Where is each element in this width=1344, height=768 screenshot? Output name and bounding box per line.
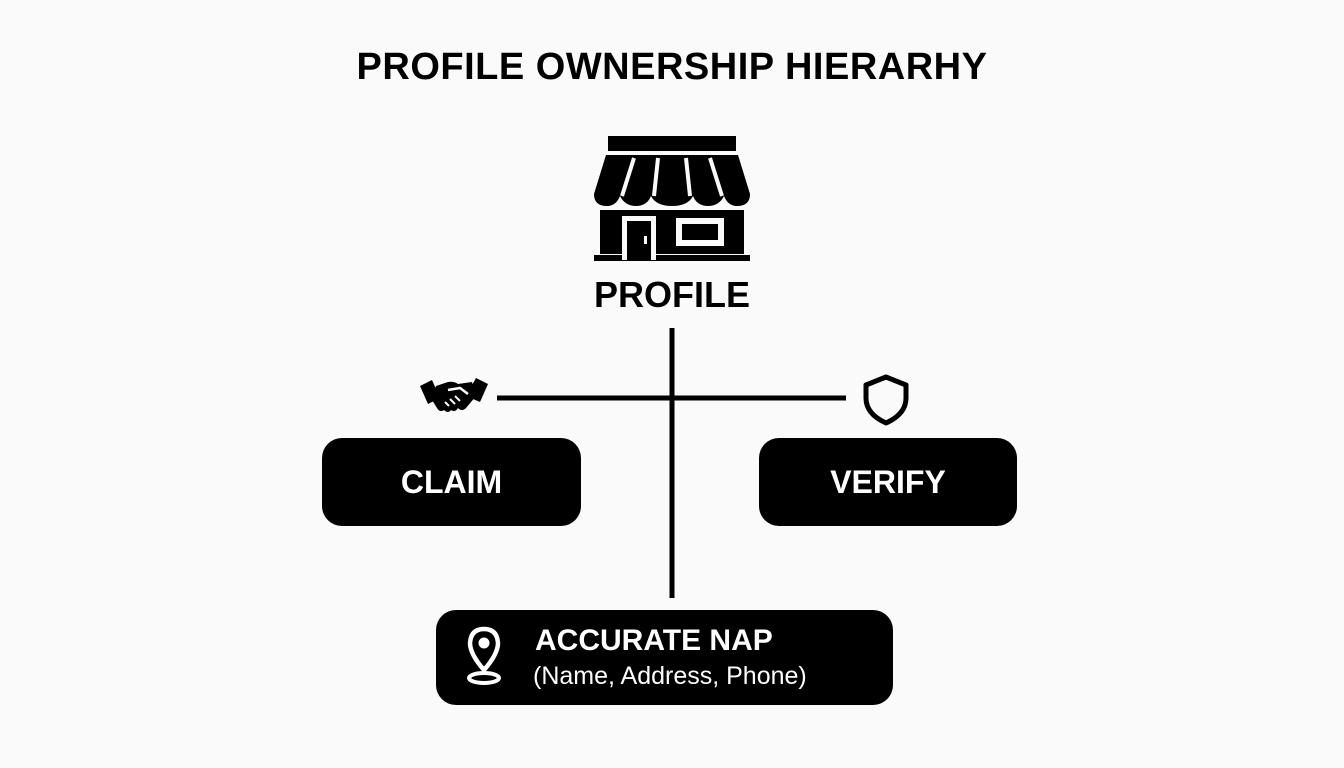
storefront-icon — [594, 136, 750, 261]
diagram-title: PROFILE OWNERSHIP HIERARHY — [356, 46, 988, 88]
map-pin-icon — [467, 626, 501, 685]
profile-label: PROFILE — [593, 274, 750, 315]
shield-icon — [863, 374, 909, 426]
claim-label: CLAIM — [400, 463, 503, 500]
nap-box: ACCURATE NAP (Name, Address, Phone) — [436, 610, 893, 705]
verify-box: VERIFY — [759, 438, 1017, 526]
claim-box: CLAIM — [322, 438, 581, 526]
verify-label: VERIFY — [830, 463, 946, 500]
handshake-icon — [420, 378, 488, 412]
nap-title: ACCURATE NAP — [535, 624, 773, 657]
nap-subtitle: (Name, Address, Phone) — [533, 662, 807, 690]
